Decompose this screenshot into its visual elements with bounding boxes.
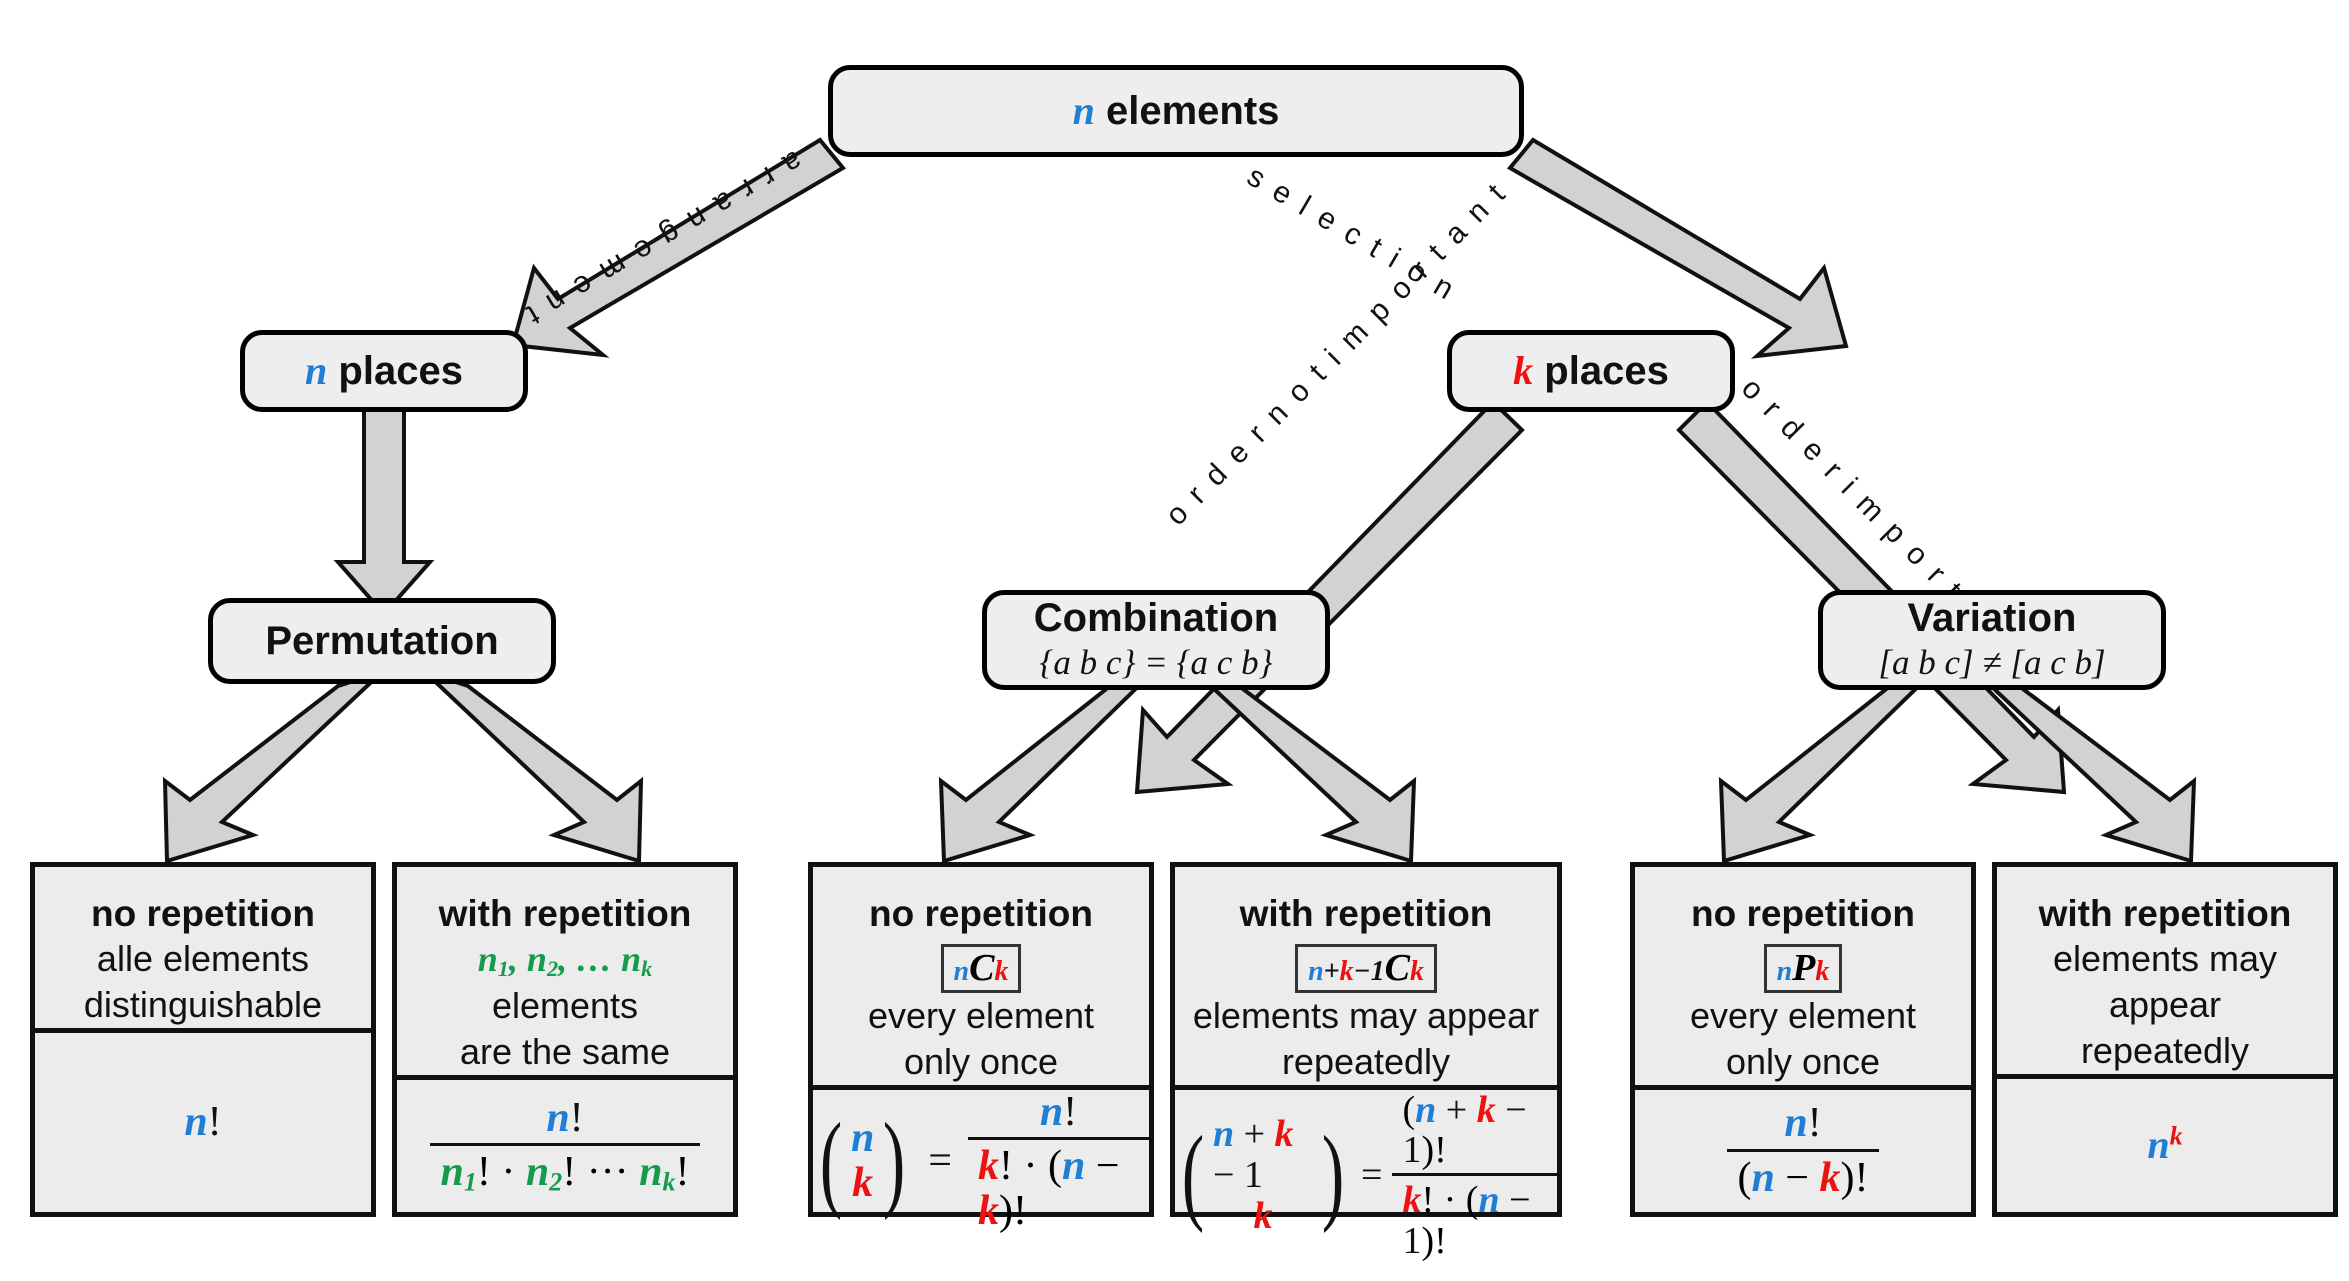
arrow-places-to-permutation (333, 397, 435, 618)
leaf-top: no repetition nCk every element only onc… (813, 867, 1149, 1085)
node-combination-subtitle: {a b c} = {a c b} (1039, 643, 1273, 683)
notation-badge-nCk: nCk (940, 943, 1022, 993)
leaf-top: no repetition alle elements distinguisha… (35, 867, 371, 1028)
desc-line-2: distinguishable (83, 983, 323, 1025)
leaf-description: n1, n2, … nk elements are the same (397, 936, 733, 1076)
arrow-variation-with-repetition (1974, 670, 2197, 864)
leaf-heading: no repetition (868, 893, 1094, 934)
arrow-arrangement (510, 137, 847, 358)
leaf-formula: n! (35, 1027, 371, 1212)
fraction: n! k! · (n − k)! (967, 1089, 1149, 1234)
leaf-variation-no-repetition[interactable]: no repetition nPk every element only onc… (1630, 862, 1976, 1217)
fraction: (n + k − 1)! k! · (n − 1)! (1392, 1089, 1557, 1261)
arrow-permutation-no-repetition (162, 670, 384, 864)
leaf-permutation-with-repetition[interactable]: with repetition n1, n2, … nk elements ar… (392, 862, 738, 1217)
desc-line-2: only once (903, 1040, 1059, 1082)
desc-line-1: every element (867, 994, 1095, 1036)
node-combination-title: Combination (1033, 596, 1279, 641)
var-k: k (1513, 347, 1534, 393)
desc-line-2: repeatedly (2080, 1029, 2250, 1071)
node-k-places-text: places (1544, 348, 1669, 393)
var-n: n (184, 1099, 208, 1146)
node-n-elements[interactable]: n elements (828, 65, 1524, 157)
node-variation-title: Variation (1907, 596, 2077, 641)
leaf-top: with repetition n+k−1Ck elements may app… (1175, 867, 1557, 1085)
node-permutation-title: Permutation (265, 618, 499, 663)
node-k-places[interactable]: k places (1447, 330, 1735, 412)
desc-line-1: alle elements (96, 937, 310, 979)
node-variation-subtitle: [a b c] ≠ [a c b] (1878, 643, 2106, 683)
leaf-formula: n! (n − k)! (1635, 1084, 1971, 1212)
node-permutation[interactable]: Permutation (208, 598, 556, 684)
node-k-places-label: k places (1513, 347, 1669, 394)
node-n-places-text: places (338, 348, 463, 393)
desc-line-1: elements (491, 985, 639, 1026)
arrow-selection (1506, 137, 1849, 359)
arrow-permutation-with-repetition (423, 670, 644, 864)
notation-badge-npkm1Ck: n+k−1Ck (1295, 943, 1437, 993)
leaf-top: with repetition n1, n2, … nk elements ar… (397, 867, 733, 1075)
leaf-description: elements may appear repeatedly (1183, 993, 1549, 1085)
node-n-places[interactable]: n places (240, 330, 528, 412)
leaf-description: alle elements distinguishable (74, 936, 332, 1028)
desc-line-2: repeatedly (1281, 1040, 1451, 1082)
fraction: n! (n − k)! (1727, 1101, 1879, 1200)
var-n: n (1072, 87, 1095, 133)
var-n: n (305, 347, 328, 393)
leaf-heading: with repetition (2038, 893, 2292, 934)
leaf-variation-with-repetition[interactable]: with repetition elements may appear repe… (1992, 862, 2338, 1217)
leaf-heading: no repetition (1690, 893, 1916, 934)
numerator: n! (546, 1094, 584, 1141)
leaf-top: no repetition nPk every element only onc… (1635, 867, 1971, 1085)
denominator: n1! · n2! ··· nk! (430, 1143, 700, 1196)
leaf-formula: nk (1997, 1073, 2333, 1212)
node-n-elements-text: elements (1105, 88, 1280, 133)
node-variation[interactable]: Variation [a b c] ≠ [a c b] (1818, 590, 2166, 690)
groups-vars: n1, n2, … nk (477, 938, 653, 981)
leaf-formula: n! n1! · n2! ··· nk! (397, 1075, 733, 1212)
leaf-description: every element only once (858, 993, 1104, 1085)
arrow-variation-no-repetition (1718, 670, 1935, 864)
leaf-combination-no-repetition[interactable]: no repetition nCk every element only onc… (808, 862, 1154, 1233)
notation-badge-nPk: nPk (1763, 943, 1843, 993)
desc-line-1: every element (1689, 994, 1917, 1036)
leaf-description: elements may appear repeatedly (1997, 936, 2333, 1074)
desc-line-2: only once (1725, 1040, 1881, 1082)
node-n-places-label: n places (305, 347, 463, 394)
leaf-combination-with-repetition[interactable]: with repetition n+k−1Ck elements may app… (1170, 862, 1562, 1261)
fraction: n! n1! · n2! ··· nk! (430, 1094, 700, 1197)
arrow-combination-no-repetition (938, 670, 1155, 864)
desc-line-1: elements may appear (1192, 994, 1540, 1036)
node-n-elements-label: n elements (1072, 87, 1280, 134)
leaf-heading: with repetition (1239, 893, 1493, 934)
desc-line-1: elements may appear (2052, 937, 2278, 1025)
arrow-combination-with-repetition (1194, 670, 1417, 864)
edge-label-arrangement: a r r a n g e m e n t (519, 144, 809, 333)
node-combination[interactable]: Combination {a b c} = {a c b} (982, 590, 1330, 690)
desc-line-2: are the same (459, 1031, 671, 1073)
leaf-description: every element only once (1680, 993, 1926, 1085)
leaf-permutation-no-repetition[interactable]: no repetition alle elements distinguisha… (30, 862, 376, 1217)
leaf-heading: with repetition (438, 893, 692, 934)
edge-label-selection: s e l e c t i o n (1241, 160, 1461, 308)
leaf-heading: no repetition (90, 893, 316, 934)
leaf-top: with repetition elements may appear repe… (1997, 867, 2333, 1074)
